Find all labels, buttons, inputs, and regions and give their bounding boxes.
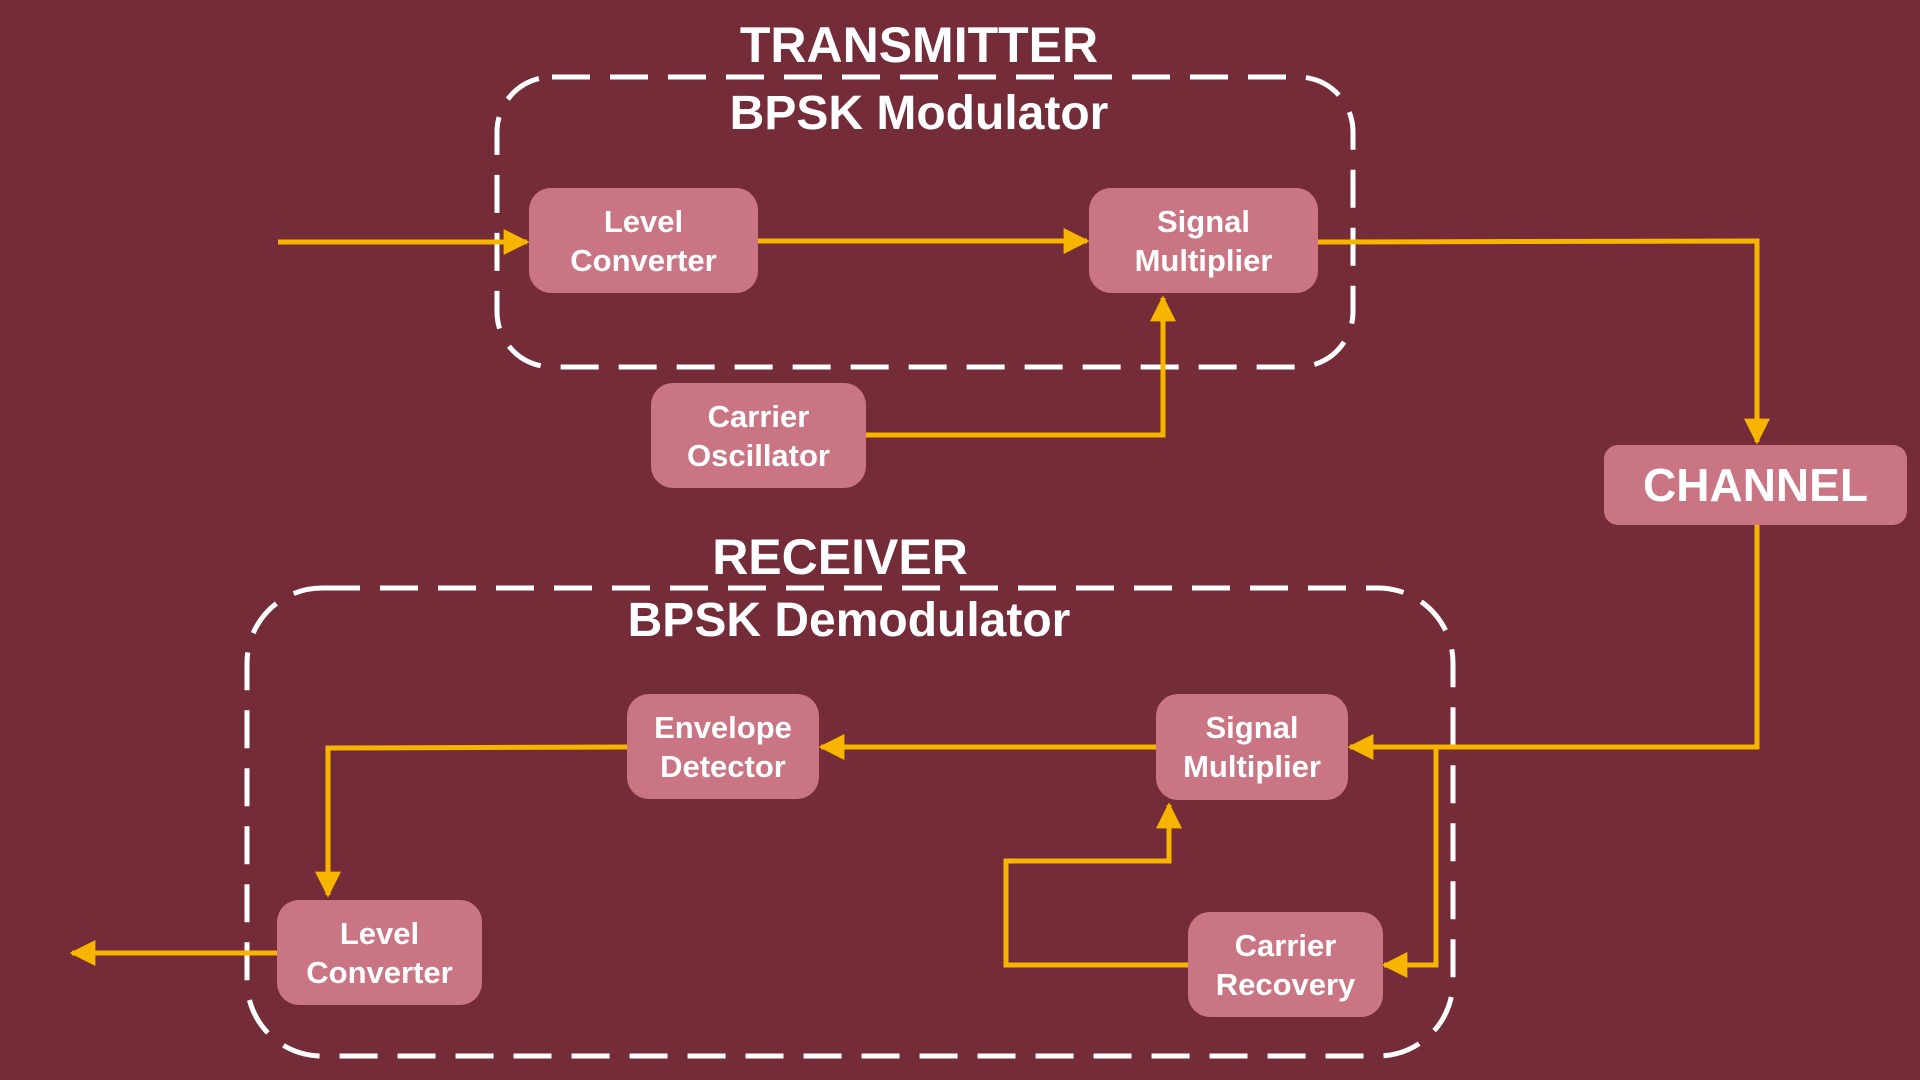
channel-to-receiver-line [1436, 525, 1760, 750]
envelope-detector-block: Envelope Detector [627, 694, 819, 799]
rx-level-converter-block: Level Converter [277, 900, 482, 1005]
channel-block: CHANNEL [1604, 445, 1907, 525]
demodulator-dashed-boundary [244, 585, 1456, 1059]
tx-signal-multiplier-line1: Signal [1156, 203, 1250, 239]
rx-level-converter-line2: Converter [306, 954, 453, 990]
envelope-detector-to-level-converter-arrow [315, 744, 628, 898]
tx-signal-multiplier-block: Signal Multiplier [1089, 188, 1318, 293]
tx-level-converter-block: Level Converter [529, 188, 758, 293]
rx-level-converter-line1: Level [339, 915, 420, 951]
carrier-oscillator-line1: Carrier [707, 398, 810, 434]
carrier-oscillator-block: Carrier Oscillator [651, 383, 866, 488]
modulator-title: BPSK Modulator [729, 87, 1109, 140]
transmitter-to-channel-arrow [1317, 238, 1770, 445]
receiver-title: RECEIVER [712, 529, 968, 585]
rx-signal-multiplier-line2: Multiplier [1183, 749, 1321, 784]
carrier-recovery-to-multiplier-arrow [1003, 802, 1188, 968]
carrier-recovery-block: Carrier Recovery [1188, 912, 1383, 1017]
rx-signal-multiplier-block: Signal Multiplier [1156, 694, 1348, 800]
demodulator-title: BPSK Demodulator [627, 594, 1071, 647]
rx-signal-multiplier-line1: Signal [1205, 710, 1299, 745]
envelope-detector-line2: Detector [660, 748, 786, 784]
envelope-detector-line1: Envelope [654, 709, 792, 745]
channel-label: CHANNEL [1643, 459, 1868, 511]
tx-signal-multiplier-line2: Multiplier [1134, 242, 1273, 278]
oscillator-to-multiplier-arrow [866, 295, 1176, 438]
carrier-recovery-line2: Recovery [1215, 966, 1356, 1002]
transmitter-title: TRANSMITTER [739, 17, 1099, 73]
channel-to-carrier-recovery-arrow [1381, 747, 1439, 978]
carrier-recovery-line1: Carrier [1234, 927, 1337, 963]
tx-level-converter-line1: Level [603, 203, 684, 239]
modulator-dashed-boundary [494, 74, 1356, 370]
tx-level-converter-line2: Converter [570, 242, 717, 278]
carrier-oscillator-line2: Oscillator [687, 437, 830, 473]
